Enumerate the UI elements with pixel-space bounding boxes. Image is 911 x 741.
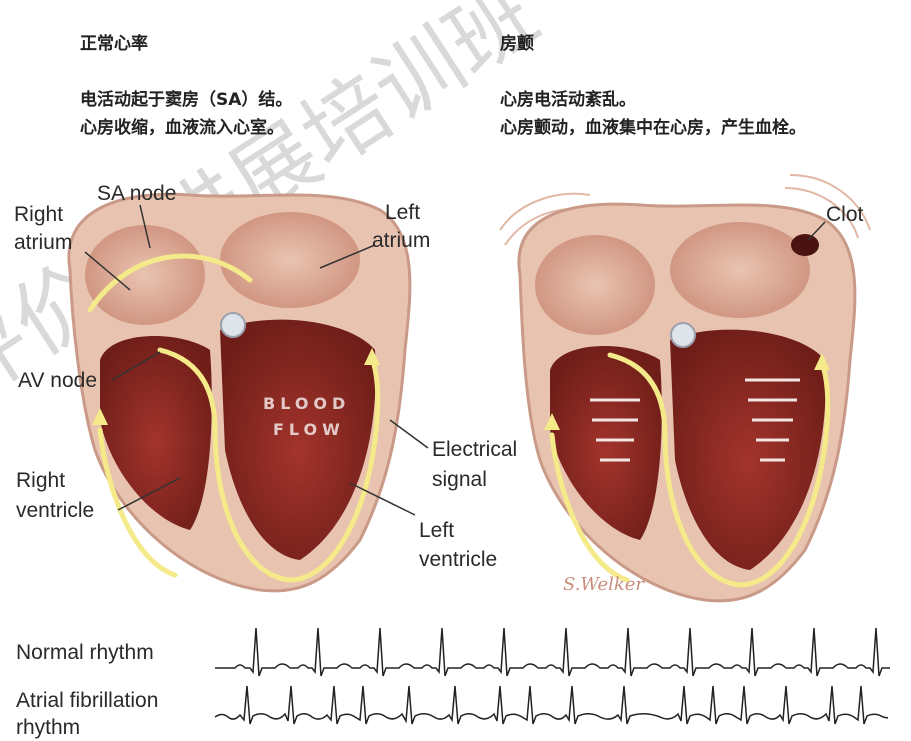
afib-rhythm-ecg-trace	[0, 0, 911, 741]
